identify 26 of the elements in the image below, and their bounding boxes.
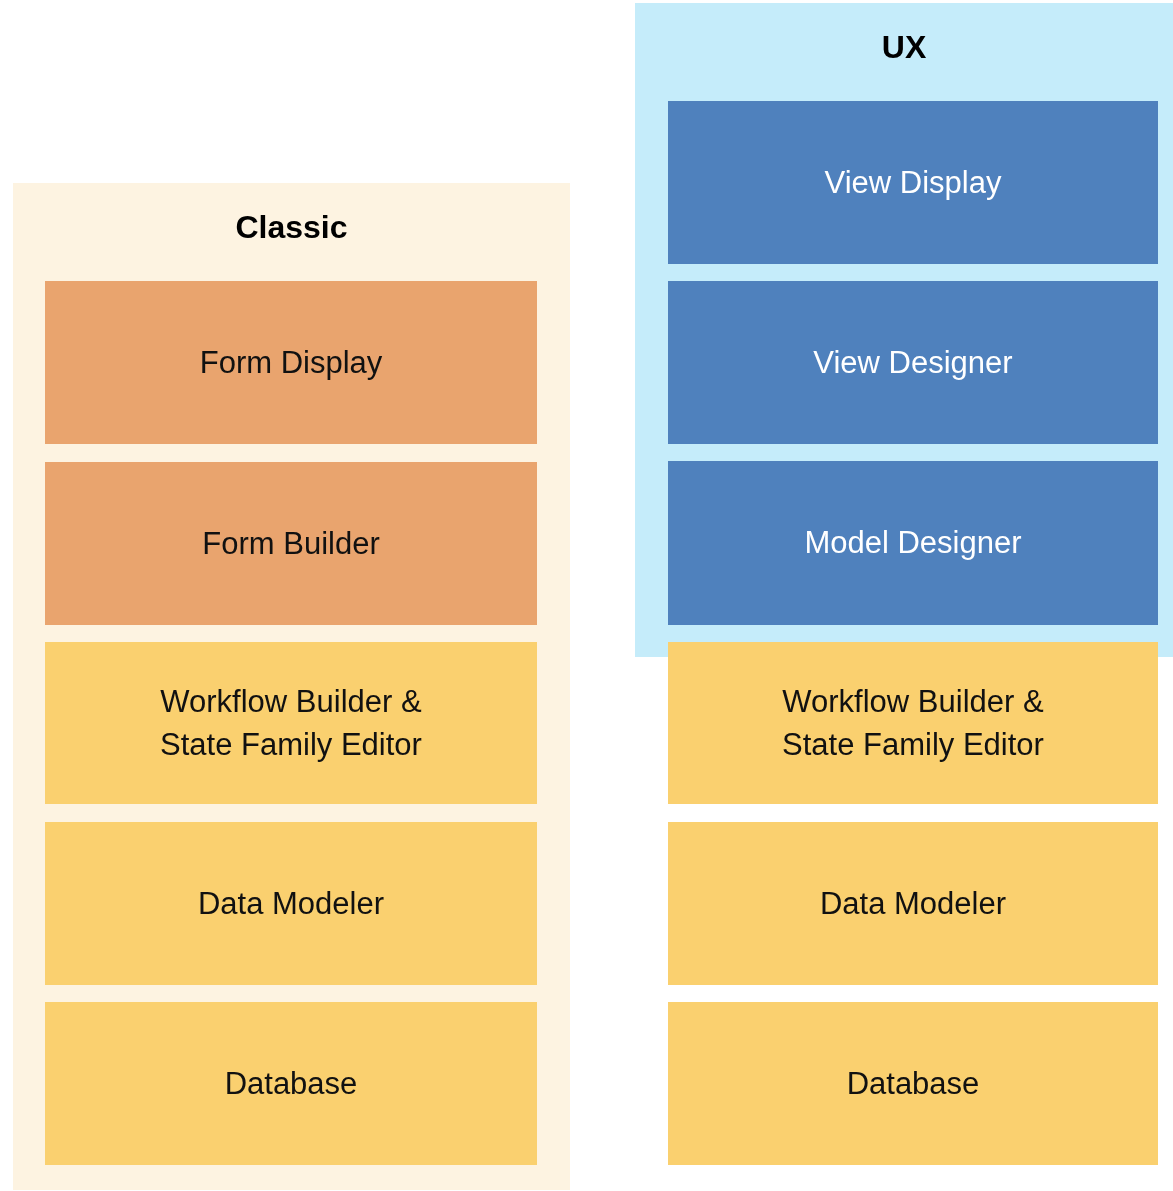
layer-box [45, 462, 537, 625]
layer-box [668, 281, 1158, 444]
box-label: Form Display [199, 343, 383, 382]
box-label: Database [846, 1064, 980, 1103]
box-label: View Display [824, 163, 1002, 202]
box-label: Workflow Builder & State Family Editor [159, 682, 423, 764]
box-label: Form Builder [202, 524, 380, 563]
layer-box [668, 822, 1158, 985]
layer-box [668, 101, 1158, 264]
layer-box [45, 822, 537, 985]
layer-box [668, 1002, 1158, 1165]
panel-title: Classic [234, 211, 349, 243]
layer-box [45, 281, 537, 444]
layer-box [668, 642, 1158, 804]
box-label: Workflow Builder & State Family Editor [781, 682, 1045, 764]
box-label: Model Designer [804, 524, 1022, 563]
layer-box [45, 1002, 537, 1165]
panel-title: UX [880, 31, 928, 63]
layer-box [668, 461, 1158, 625]
group-panel [635, 3, 1173, 657]
box-label: Database [224, 1064, 358, 1103]
box-label: View Designer [813, 343, 1013, 382]
layer-box [45, 642, 537, 804]
box-label: Data Modeler [197, 884, 385, 923]
group-panel [13, 183, 570, 1190]
box-label: Data Modeler [819, 884, 1007, 923]
